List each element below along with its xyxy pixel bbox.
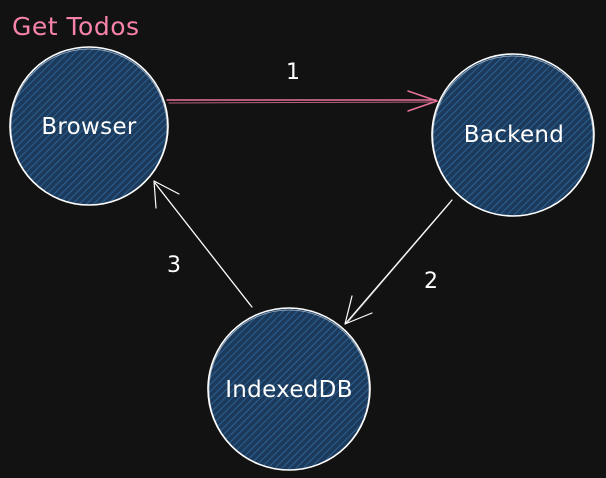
edge-label-3: 3 bbox=[167, 253, 181, 278]
arrowhead-1 bbox=[407, 90, 438, 112]
edge-indexeddb-to-browser: 3 bbox=[153, 180, 253, 308]
edge-label-1: 1 bbox=[286, 60, 300, 85]
diagram-title: Get Todos bbox=[12, 12, 140, 41]
node-backend: Backend bbox=[431, 53, 595, 217]
arrowhead-3 bbox=[153, 180, 180, 209]
edge-browser-to-backend: 1 bbox=[166, 60, 438, 112]
node-indexeddb: IndexedDB bbox=[207, 307, 371, 471]
arrowhead-2 bbox=[344, 295, 373, 325]
edge-backend-to-indexeddb: 2 bbox=[344, 199, 453, 325]
node-label-browser: Browser bbox=[41, 114, 137, 140]
node-label-backend: Backend bbox=[464, 122, 564, 148]
node-browser: Browser bbox=[9, 46, 169, 206]
edge-label-2: 2 bbox=[424, 269, 438, 294]
node-label-indexeddb: IndexedDB bbox=[225, 377, 353, 403]
